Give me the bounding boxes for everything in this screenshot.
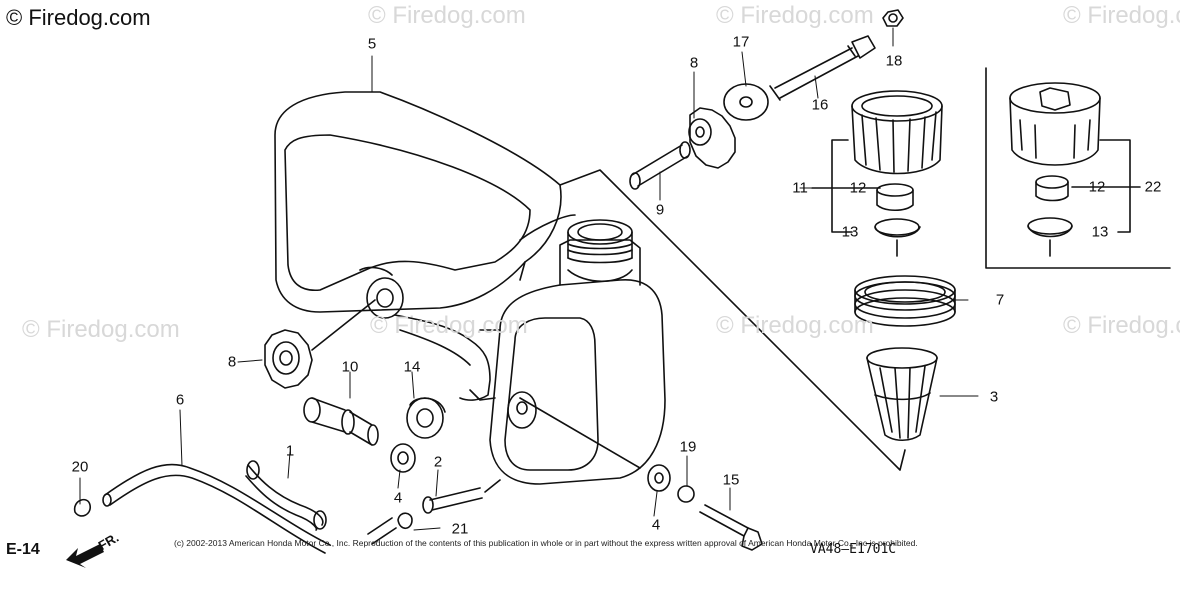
callout-3: 3 bbox=[989, 388, 999, 406]
vent-cap-part bbox=[1009, 82, 1101, 166]
collar-part bbox=[629, 141, 691, 190]
watermark-main: © Firedog.com bbox=[6, 5, 151, 30]
clip-21-part bbox=[397, 512, 413, 530]
watermark: © Firedog.com bbox=[370, 312, 528, 339]
watermark: © Firedog.com bbox=[1063, 312, 1180, 339]
washer-19-part bbox=[677, 485, 695, 503]
callout-8-lower: 8 bbox=[227, 353, 237, 371]
callout-22: 22 bbox=[1144, 178, 1162, 196]
fuel-tube-6-part bbox=[102, 463, 331, 554]
callout-12-left: 12 bbox=[849, 179, 867, 197]
fuel-filter-screen-part bbox=[866, 347, 938, 442]
callout-13-left: 13 bbox=[841, 223, 859, 241]
callout-2: 2 bbox=[433, 453, 443, 471]
mounting-bolt-part bbox=[769, 35, 876, 101]
washer-part bbox=[723, 83, 769, 121]
watermark: © Firedog.com bbox=[368, 2, 526, 29]
callout-4-left: 4 bbox=[393, 489, 403, 507]
watermark: © Firedog.com bbox=[716, 2, 874, 29]
callout-10: 10 bbox=[341, 358, 359, 376]
clip-20-part bbox=[73, 498, 91, 517]
watermark: © Firedog.com bbox=[1063, 2, 1180, 29]
callout-7: 7 bbox=[995, 291, 1005, 309]
callout-19: 19 bbox=[679, 438, 697, 456]
tube-segment-part bbox=[367, 517, 397, 545]
callout-5: 5 bbox=[367, 35, 377, 53]
callout-16: 16 bbox=[811, 96, 829, 114]
damper-lower-part bbox=[264, 329, 313, 389]
fuel-joint-part bbox=[303, 397, 379, 446]
callout-21: 21 bbox=[451, 520, 469, 538]
watermark: © Firedog.com bbox=[716, 312, 874, 339]
callout-15: 15 bbox=[722, 471, 740, 489]
grommet-right-part bbox=[647, 464, 671, 492]
callout-13-right: 13 bbox=[1091, 223, 1109, 241]
callout-20: 20 bbox=[71, 458, 89, 476]
callout-14: 14 bbox=[403, 358, 421, 376]
bolt-15-part bbox=[699, 504, 763, 551]
bolt-2-part bbox=[422, 479, 501, 514]
callout-6: 6 bbox=[175, 391, 185, 409]
callout-4-right: 4 bbox=[651, 516, 661, 534]
callout-11: 11 bbox=[792, 179, 808, 197]
callout-9: 9 bbox=[655, 201, 665, 219]
callout-1: 1 bbox=[285, 442, 295, 460]
cap-seal-parts bbox=[874, 175, 1073, 257]
damper-upper-part bbox=[688, 107, 736, 169]
fuel-tank-part bbox=[274, 91, 666, 485]
strainer-ring-part bbox=[854, 275, 956, 327]
callout-12-right: 12 bbox=[1088, 178, 1106, 196]
fuel-cap-part bbox=[851, 90, 943, 175]
front-direction-arrow bbox=[66, 544, 104, 568]
watermark: © Firedog.com bbox=[22, 316, 180, 343]
grommet-part bbox=[406, 397, 446, 439]
callout-17: 17 bbox=[732, 33, 750, 51]
copyright-footer: (c) 2002-2013 American Honda Motor Co., … bbox=[174, 538, 918, 548]
grommet-left-part bbox=[390, 443, 416, 473]
callout-18: 18 bbox=[885, 52, 903, 70]
diagram-code: VA48—E1701C bbox=[810, 542, 897, 557]
fuel-tube-1-part bbox=[245, 460, 327, 531]
reference-label: E-14 bbox=[6, 541, 40, 558]
callout-8-upper: 8 bbox=[689, 54, 699, 72]
leader-lines bbox=[79, 27, 979, 531]
nut-part bbox=[882, 9, 904, 27]
